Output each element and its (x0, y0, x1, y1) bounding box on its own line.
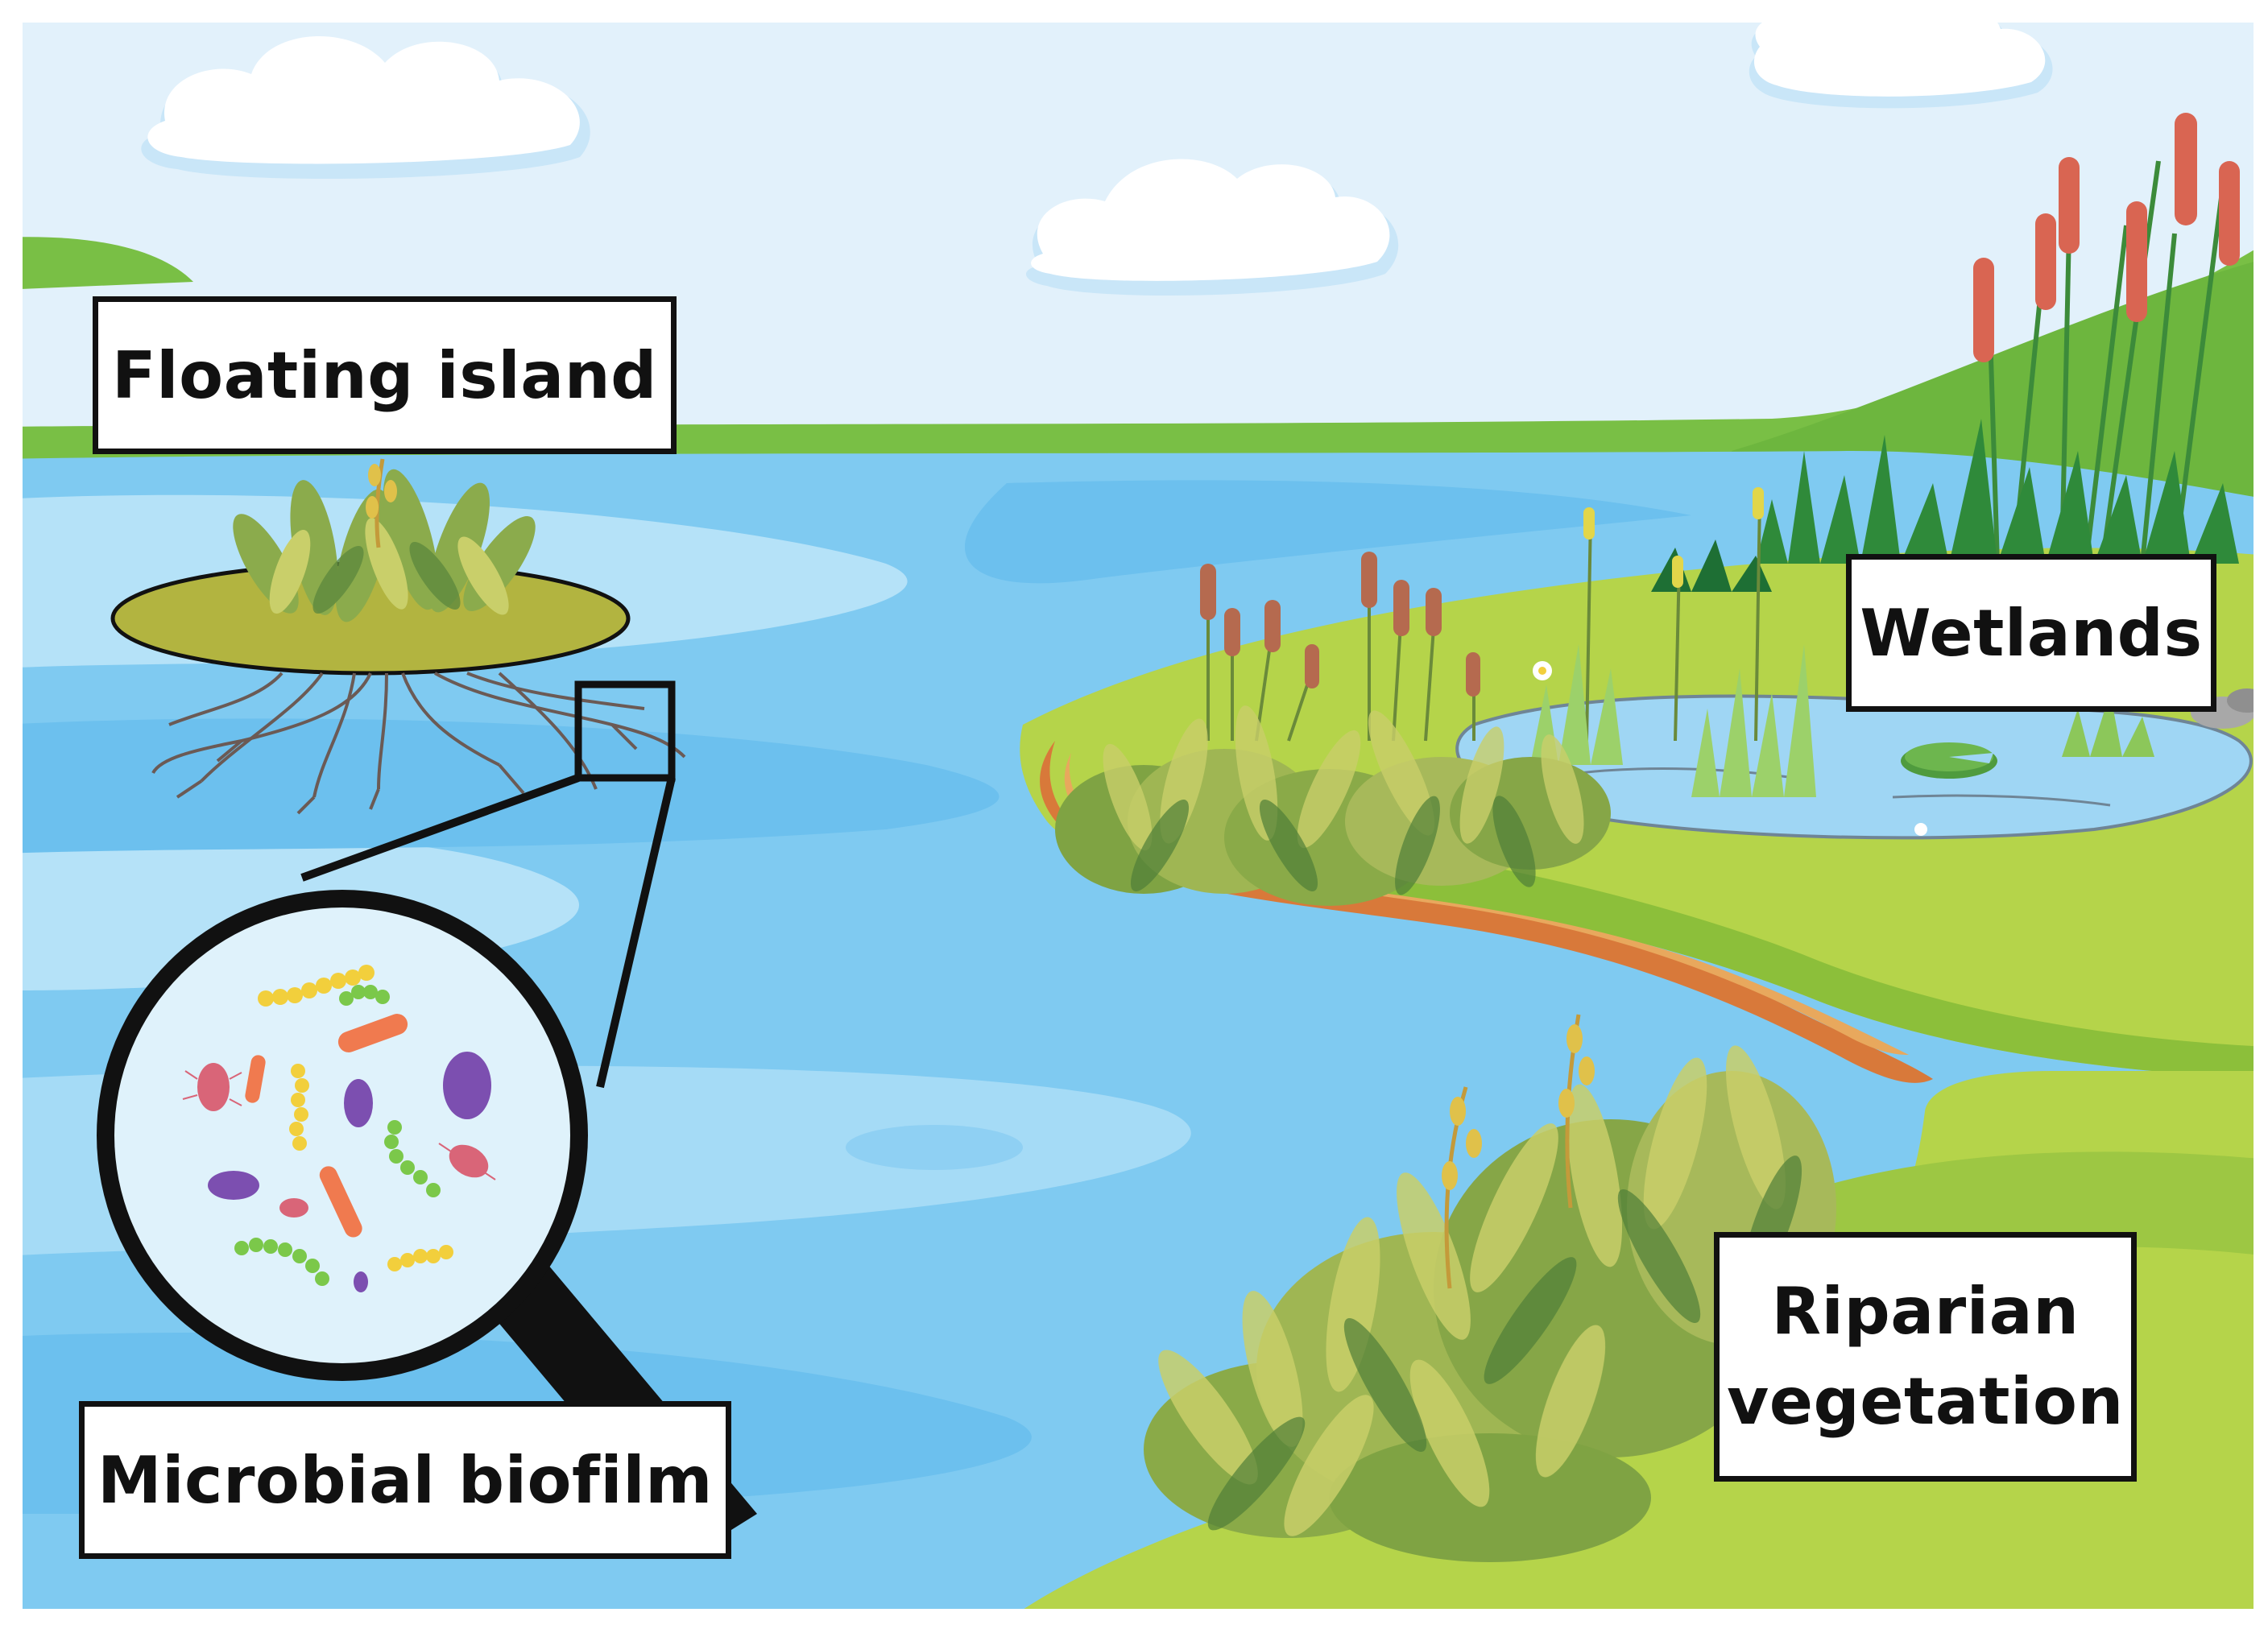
riparian-label-line1: Riparian (1771, 1274, 2080, 1349)
cattail-icon (1651, 113, 2240, 592)
magnifier-connector (300, 680, 676, 1089)
roots (151, 672, 686, 815)
river-bank (1040, 741, 1933, 1083)
far-hill (23, 237, 193, 289)
wetland-land-shade (1369, 845, 2254, 1079)
bacteria-icon (182, 965, 496, 1292)
floating-island-label: Floating island (93, 296, 677, 454)
microbial-biofilm-label: Microbial biofilm (79, 1401, 731, 1559)
water-dark-band (964, 480, 1691, 584)
microbial-biofilm-label-text: Microbial biofilm (97, 1442, 713, 1518)
cattail-icon (1200, 487, 2154, 797)
floating-island (110, 458, 686, 815)
bush (1055, 705, 1611, 906)
floating-island-label-text: Floating island (112, 337, 657, 413)
wetlands-label-text: Wetlands (1860, 595, 2203, 671)
cloud-icon (141, 35, 590, 179)
riparian-vegetation-label: Riparian vegetation (1714, 1232, 2137, 1482)
cloud-icon (1025, 159, 1399, 296)
water-ripple (846, 1125, 1023, 1170)
lily-pad-icon (1901, 742, 1997, 779)
wetlands-label: Wetlands (1846, 554, 2216, 712)
riparian-bush (1144, 1014, 1836, 1562)
cloud-icon (1749, 23, 2053, 109)
riparian-label-line2: vegetation (1727, 1364, 2124, 1439)
flower (1533, 661, 1927, 836)
water-dark-band (23, 718, 999, 854)
